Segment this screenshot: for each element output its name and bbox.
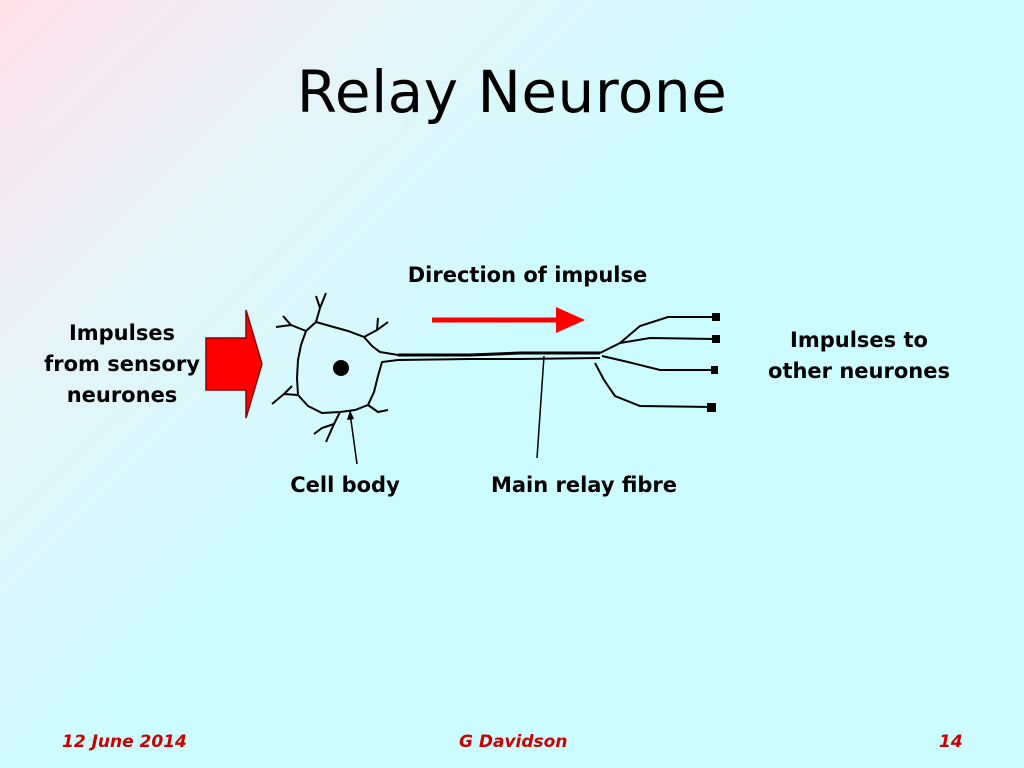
direction-label: Direction of impulse [407,263,648,287]
slide-title: Relay Neurone [296,58,728,126]
input-arrow [205,309,263,419]
main-fibre-pointer [536,355,545,459]
nucleus [333,360,349,376]
footer-page-number: 14 [939,732,963,752]
footer-date: 12 June 2014 [62,732,187,752]
impulses-out-label: Impulses to other neurones [768,328,950,383]
impulses-in-label: Impulses from sensory neurones [44,321,200,407]
footer-author: G Davidson [459,732,568,752]
cell-body-label: Cell body [290,473,400,497]
neurone-outline [271,292,717,443]
direction-arrow [432,307,585,333]
main-fibre-label: Main relay fibre [490,473,678,497]
axon-terminals [707,313,720,412]
cell-body-pointer [349,412,358,465]
